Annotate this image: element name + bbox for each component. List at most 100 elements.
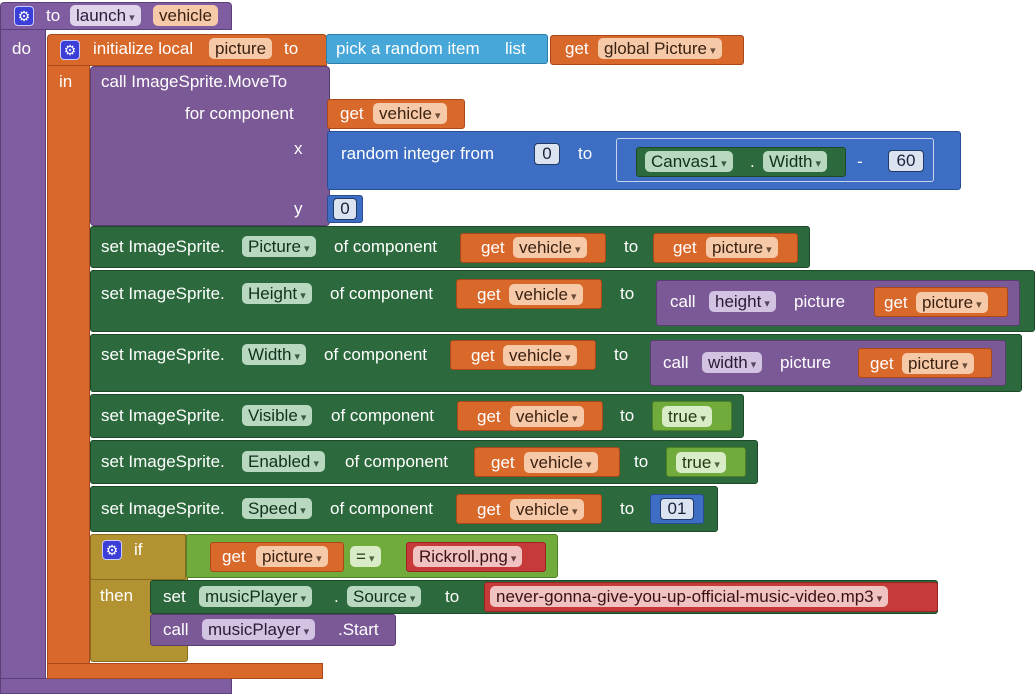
to-label: to: [620, 284, 635, 303]
property-dropdown[interactable]: Enabled: [242, 451, 325, 472]
vehicle-dropdown[interactable]: vehicle: [524, 452, 598, 473]
procedure-name-field[interactable]: launch: [70, 5, 141, 26]
set-imagesprite-label: set ImageSprite.: [101, 499, 225, 518]
property-dropdown[interactable]: Picture: [242, 236, 316, 257]
music-call-component-dropdown[interactable]: musicPlayer: [202, 619, 316, 640]
dot-label: .: [334, 587, 339, 606]
get-label: get: [477, 407, 501, 426]
set-enabled-block[interactable]: [90, 440, 758, 484]
local-to-label: to: [284, 39, 299, 58]
random-integer-label: random integer from: [341, 144, 495, 163]
canvas-property-dropdown[interactable]: Width: [763, 151, 828, 172]
vehicle-dropdown[interactable]: vehicle: [510, 406, 584, 427]
vehicle-dropdown[interactable]: vehicle: [513, 237, 587, 258]
canvas-component-dropdown[interactable]: Canvas1: [645, 151, 733, 172]
set-speed-block[interactable]: [90, 486, 718, 532]
procedure-param-field[interactable]: vehicle: [153, 5, 218, 26]
procedure-bottom: [0, 678, 232, 694]
to-label: to: [620, 406, 635, 425]
set-imagesprite-label: set ImageSprite.: [101, 406, 225, 425]
procedure-body-rail: [0, 29, 46, 681]
to-label: to: [445, 587, 460, 606]
of-component-label: of component: [330, 499, 434, 518]
set-visible-block[interactable]: [90, 394, 744, 438]
x-label: x: [294, 139, 303, 158]
to-label: to: [624, 237, 639, 256]
speed-number[interactable]: 01: [660, 498, 694, 520]
subtract-number[interactable]: 60: [888, 150, 924, 172]
width-function-dropdown[interactable]: width: [702, 352, 763, 373]
if-label: if: [134, 540, 143, 559]
local-variable-name-field[interactable]: picture: [209, 38, 273, 59]
true-dropdown[interactable]: true: [662, 406, 712, 427]
initialize-local-rail: [47, 65, 90, 665]
set-imagesprite-label: set ImageSprite.: [101, 345, 225, 364]
of-component-label: of component: [334, 237, 438, 256]
moveto-call-block[interactable]: [90, 66, 330, 226]
property-dropdown[interactable]: Height: [242, 283, 312, 304]
get-label: get: [491, 453, 515, 472]
call-label: call: [663, 353, 689, 372]
canvas-dot-label: .: [750, 152, 755, 171]
property-dropdown[interactable]: Width: [242, 344, 307, 365]
procedure-do-label: do: [12, 39, 31, 58]
get-label: get: [884, 293, 908, 312]
compare-operator-dropdown[interactable]: =: [350, 546, 381, 567]
of-component-label: of component: [324, 345, 428, 364]
gear-icon[interactable]: ⚙: [102, 540, 122, 560]
music-property-dropdown[interactable]: Source: [347, 586, 422, 607]
vehicle-dropdown[interactable]: vehicle: [373, 103, 447, 124]
call-label: call: [670, 292, 696, 311]
initialize-local-block[interactable]: [47, 34, 327, 66]
for-component-label: for component: [185, 104, 294, 123]
start-method-label: .Start: [338, 620, 379, 639]
get-label: get: [340, 104, 364, 123]
text-value-dropdown[interactable]: Rickroll.png: [413, 546, 523, 567]
random-from-number[interactable]: 0: [534, 143, 560, 165]
of-component-label: of component: [331, 406, 435, 425]
to-label: to: [614, 345, 629, 364]
set-imagesprite-label: set ImageSprite.: [101, 452, 225, 471]
of-component-label: of component: [345, 452, 449, 471]
music-file-text[interactable]: never-gonna-give-you-up-official-music-v…: [490, 586, 889, 607]
height-function-dropdown[interactable]: height: [709, 291, 776, 312]
random-to-label: to: [578, 144, 593, 163]
procedure-to-label: to: [46, 6, 61, 25]
get-label: get: [565, 39, 589, 58]
then-label: then: [100, 586, 134, 605]
pick-random-item-label: pick a random item: [336, 39, 480, 58]
picture-dropdown[interactable]: picture: [902, 353, 974, 374]
picture-dropdown[interactable]: picture: [256, 546, 328, 567]
to-label: to: [620, 499, 635, 518]
true-dropdown[interactable]: true: [676, 452, 726, 473]
y-number[interactable]: 0: [333, 198, 357, 220]
get-label: get: [477, 500, 501, 519]
picture-arg-label: picture: [794, 292, 846, 311]
pick-list-label: list: [505, 39, 526, 58]
property-dropdown[interactable]: Speed: [242, 498, 312, 519]
gear-icon[interactable]: ⚙: [14, 6, 34, 26]
picture-dropdown[interactable]: picture: [706, 237, 778, 258]
set-imagesprite-label: set ImageSprite.: [101, 284, 225, 303]
initialize-local-label: initialize local: [93, 39, 194, 58]
get-label: get: [477, 285, 501, 304]
picture-dropdown[interactable]: picture: [916, 292, 988, 313]
vehicle-dropdown[interactable]: vehicle: [503, 345, 577, 366]
global-picture-dropdown[interactable]: global Picture: [598, 38, 722, 59]
vehicle-dropdown[interactable]: vehicle: [509, 284, 583, 305]
vehicle-dropdown[interactable]: vehicle: [510, 499, 584, 520]
minus-operator[interactable]: -: [857, 152, 863, 171]
get-label: get: [673, 238, 697, 257]
gear-icon[interactable]: ⚙: [60, 40, 80, 60]
y-label: y: [294, 199, 303, 218]
get-label: get: [870, 354, 894, 373]
local-in-label: in: [59, 72, 73, 91]
property-dropdown[interactable]: Visible: [242, 405, 313, 426]
pick-random-item-block[interactable]: [326, 34, 548, 64]
music-component-dropdown[interactable]: musicPlayer: [199, 586, 313, 607]
set-label: set: [163, 587, 186, 606]
initialize-local-bottom: [47, 663, 323, 679]
get-label: get: [471, 346, 495, 365]
get-label: get: [481, 238, 505, 257]
